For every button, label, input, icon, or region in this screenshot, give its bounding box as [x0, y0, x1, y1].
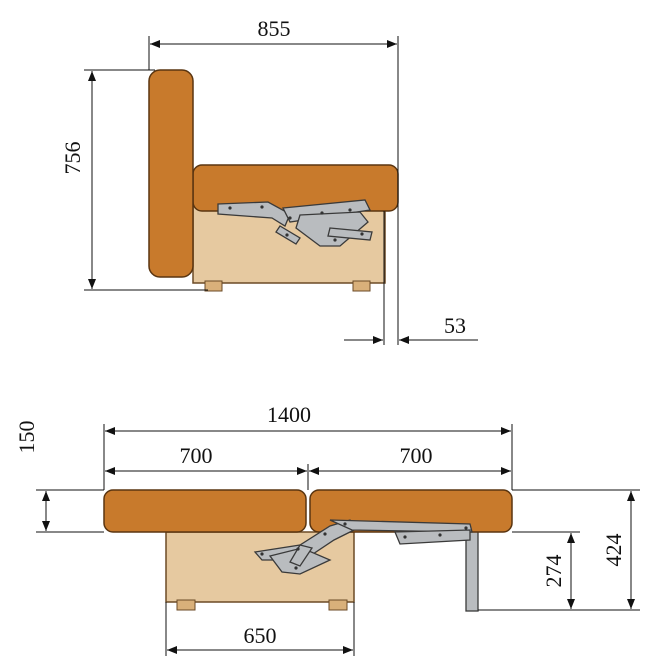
side-view: 855 756 53: [60, 16, 478, 345]
side-foot-left: [204, 280, 223, 292]
side-height-label: 756: [60, 142, 85, 175]
side-width-label: 855: [258, 16, 291, 41]
unfolded-left-half-label: 700: [180, 443, 213, 468]
unfolded-seat-label: 274: [541, 555, 566, 588]
unfolded-foot-left: [176, 599, 196, 611]
unfolded-cushion-left: [103, 489, 307, 533]
side-offset-label: 53: [444, 313, 466, 338]
unfolded-base-label: 650: [244, 623, 277, 648]
unfolded-view: 1400 700 700 150 650 274 424: [14, 402, 640, 656]
unfolded-foot-right: [328, 599, 348, 611]
unfolded-right-half-label: 700: [400, 443, 433, 468]
unfolded-total-label: 1400: [267, 402, 311, 427]
side-mechanism: [217, 199, 373, 247]
side-foot-right: [352, 280, 371, 292]
unfolded-height-label: 424: [601, 534, 626, 567]
unfolded-thickness-label: 150: [14, 421, 39, 454]
side-back-cushion: [148, 69, 194, 278]
unfolded-mechanism: [253, 519, 473, 575]
